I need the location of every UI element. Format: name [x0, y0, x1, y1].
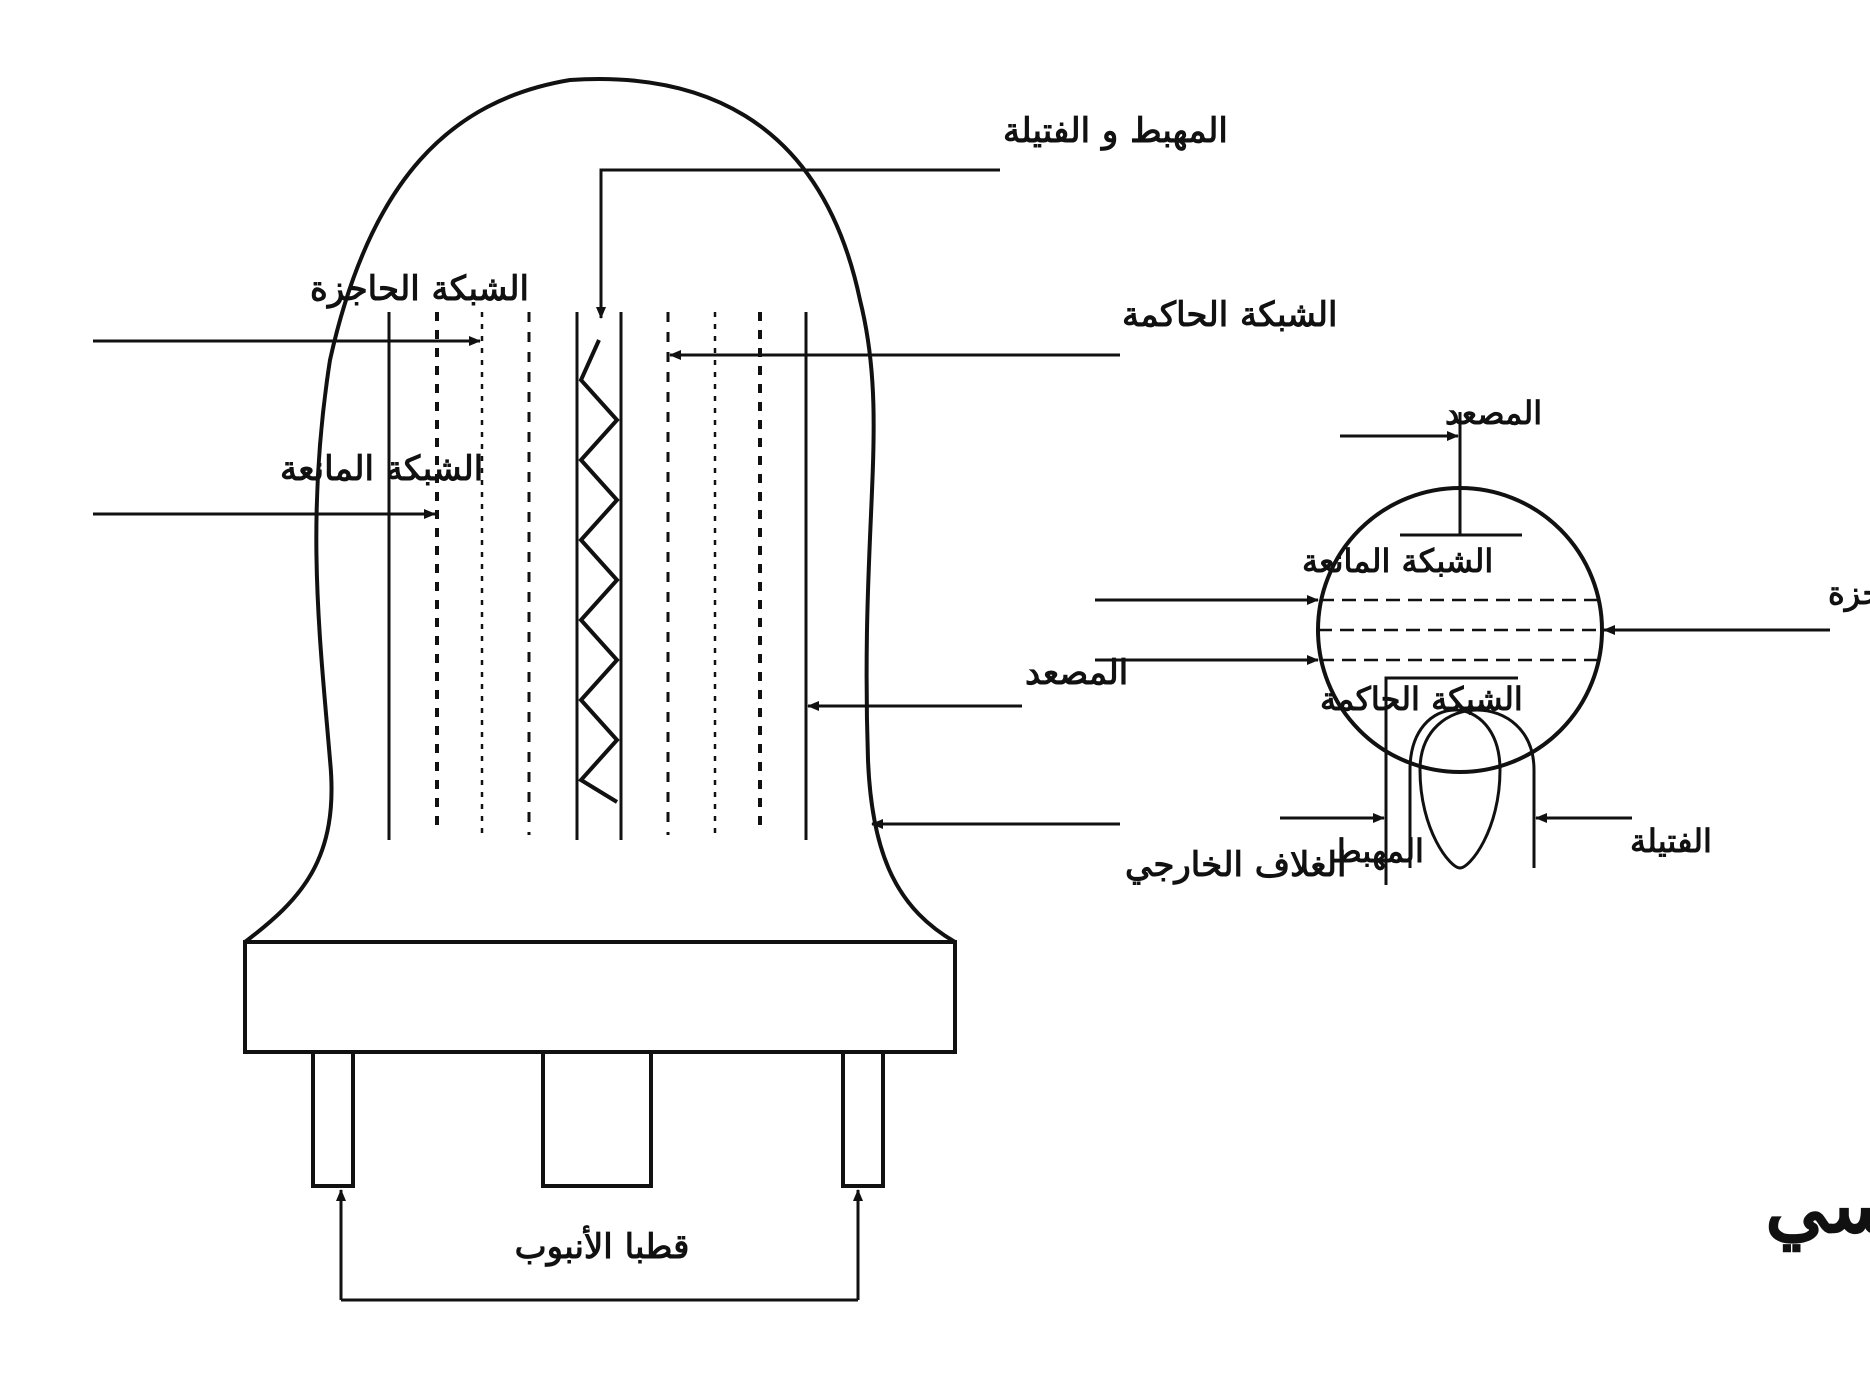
- symbol-label-suppressor: الشبكة المانعة: [1302, 542, 1493, 580]
- symbol-filament: [1408, 708, 1536, 870]
- label-envelope: الغلاف الخارجي: [1125, 845, 1346, 885]
- symbol-label-filament: الفتيلة: [1630, 822, 1712, 860]
- figure-caption: الشكل(٥) تمثيل الأنبوب الخماسي: [1765, 1156, 1870, 1253]
- label-control-grid: الشبكة الحاكمة: [1122, 295, 1337, 335]
- symbol-label-anode: المصعد: [1445, 394, 1542, 432]
- symbol-label-screen: الشبكة الحاجزة: [1828, 574, 1870, 613]
- symbol-label-cathode: المهبط: [1332, 832, 1424, 871]
- label-pins: قطبا الأنبوب: [515, 1225, 690, 1267]
- label-suppressor-grid: الشبكة المانعة: [280, 449, 483, 489]
- tube-base: [243, 940, 957, 1054]
- tube-envelope: [243, 77, 957, 944]
- symbol-cathode: [1384, 676, 1518, 885]
- pin-left: [311, 1050, 355, 1188]
- filament-zigzag: [577, 339, 620, 804]
- pin-right: [841, 1050, 885, 1188]
- arrow-cathode-filament: [596, 168, 1000, 319]
- label-screen-grid: الشبكة الحاجزة: [310, 269, 529, 309]
- physical-tube: المهبط و الفتيلة الشبكة الحاجزة الشبكة ا…: [93, 77, 1346, 1302]
- pentode-symbol: المصعد الشبكة المانعة الشبكة الحاكمة الش…: [1095, 394, 1870, 885]
- label-cathode-filament: المهبط و الفتيلة: [1003, 111, 1228, 151]
- symbol-label-control: الشبكة الحاكمة: [1320, 680, 1523, 718]
- key-center: [541, 1050, 653, 1188]
